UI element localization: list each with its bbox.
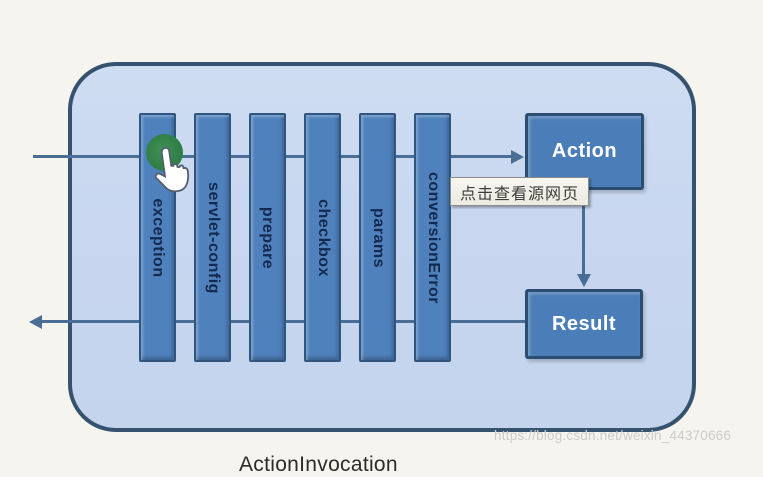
- interceptor-label: prepare: [259, 206, 277, 269]
- request-arrowhead-icon: [511, 149, 524, 164]
- interceptor-bar-prepare: prepare: [249, 113, 286, 362]
- watermark-url: https://blog.csdn.net/weixin_44370666: [494, 428, 732, 443]
- interceptor-label: servlet-config: [204, 181, 222, 294]
- container-label: ActionInvocation: [239, 453, 398, 476]
- action-to-result-line: [582, 192, 585, 276]
- interceptor-label: exception: [149, 197, 167, 278]
- interceptor-bar-servlet-config: servlet-config: [194, 113, 231, 362]
- interceptor-bar-conversionError: conversionError: [414, 113, 451, 362]
- view-source-tooltip: 点击查看源网页: [450, 177, 590, 206]
- action-to-result-arrowhead-icon: [576, 274, 591, 287]
- interceptor-bar-params: params: [359, 113, 396, 362]
- tooltip-text: 点击查看源网页: [460, 185, 580, 203]
- hand-pointer-icon: [154, 146, 190, 193]
- result-node-label: Result: [551, 312, 617, 335]
- interceptor-label: checkbox: [314, 198, 332, 277]
- interceptor-label: conversionError: [424, 171, 442, 304]
- interceptor-label: params: [369, 207, 387, 268]
- action-node-label: Action: [551, 140, 618, 162]
- interceptor-bar-checkbox: checkbox: [304, 113, 341, 362]
- response-arrowhead-icon: [29, 314, 42, 329]
- result-node: Result: [525, 289, 643, 359]
